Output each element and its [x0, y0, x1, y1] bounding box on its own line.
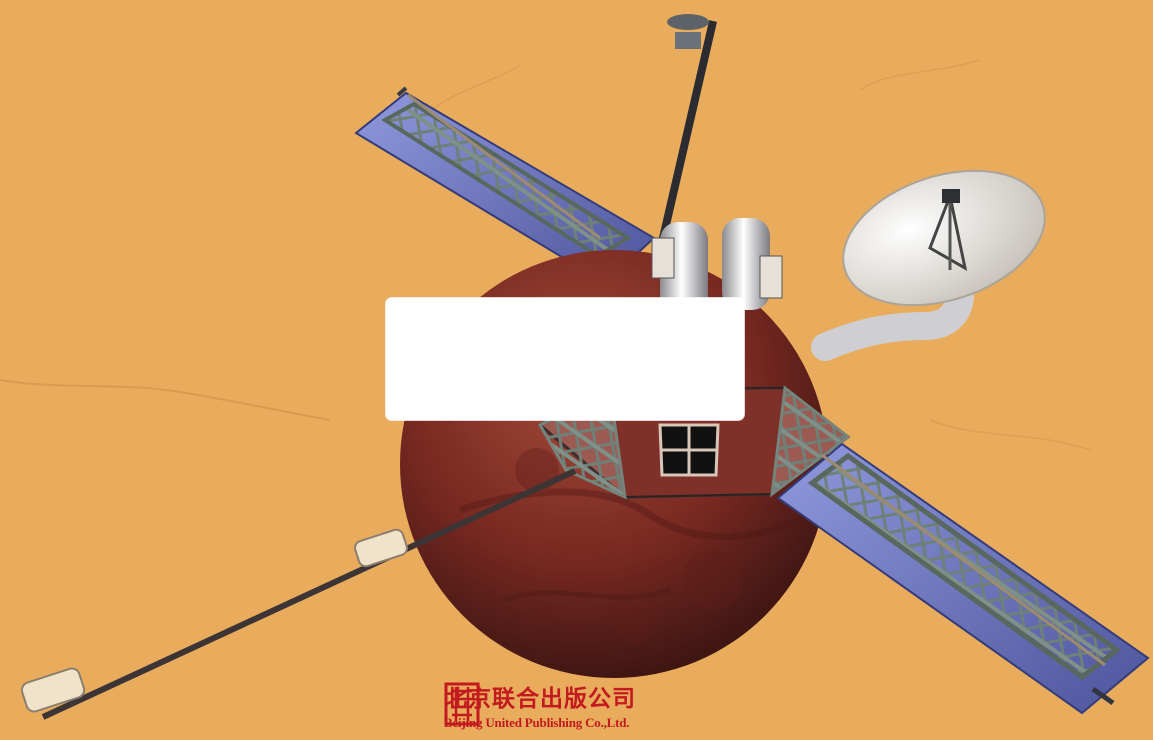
left-solar-panel — [354, 86, 656, 285]
antenna-dish — [811, 169, 1046, 361]
publisher-name-en: Beijing United Publishing Co.,Ltd. — [444, 714, 630, 730]
instrument-boom — [20, 468, 577, 720]
publisher-name-cn: 北京联合出版公司 — [444, 685, 636, 712]
mast — [657, 14, 717, 248]
publisher-text: 北京联合出版公司 Beijing United Publishing Co.,L… — [444, 685, 636, 730]
thruster-tanks — [651, 218, 783, 314]
publisher-logo-icon — [444, 682, 480, 726]
publisher-mark: 北京联合出版公司 Beijing United Publishing Co.,L… — [444, 682, 636, 734]
right-solar-panel — [776, 442, 1150, 715]
redaction-box — [386, 298, 744, 420]
